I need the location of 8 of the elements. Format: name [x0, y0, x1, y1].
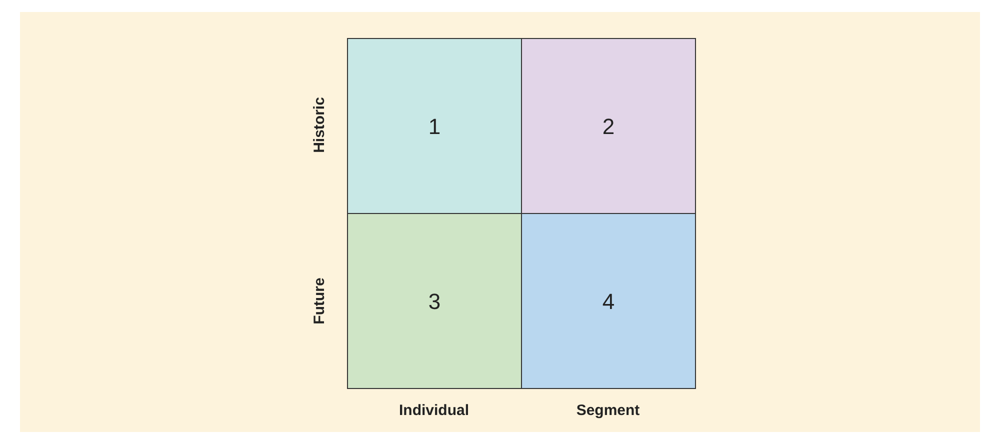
- axis-label: Segment: [576, 400, 640, 421]
- quadrant-cell: 2: [521, 38, 696, 214]
- axis-label: Historic: [310, 97, 329, 153]
- axis-label: Future: [310, 278, 329, 324]
- quadrant-cell: 4: [521, 213, 696, 389]
- axis-label: Individual: [399, 400, 469, 421]
- quadrant-cell: 3: [347, 213, 522, 389]
- quadrant-cell: 1: [347, 38, 522, 214]
